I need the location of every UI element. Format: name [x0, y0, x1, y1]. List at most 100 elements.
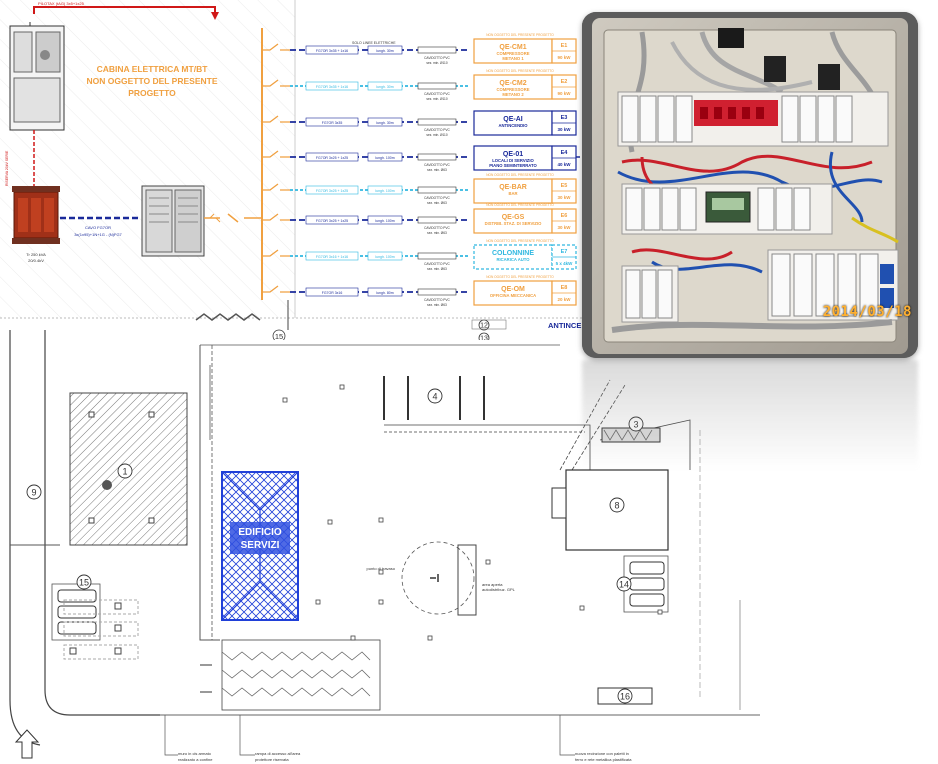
callout-number: 13: [480, 336, 488, 341]
cabin-title-line: CABINA ELETTRICA MT/BT: [97, 64, 209, 74]
conduit-label: CAVIDOTTO PVC: [424, 298, 450, 302]
parking-top: [383, 376, 591, 470]
conduit-label: sez. min. Ø63: [427, 231, 447, 235]
conduit-label: sez. min. Ø110: [426, 97, 447, 101]
cable-spec: FG7OR 3x35 + 1x16: [316, 49, 348, 53]
load-id: E7: [561, 249, 568, 255]
building-label: SERVIZI: [241, 540, 280, 551]
photo-date-stamp: 2014/03/18: [822, 304, 912, 320]
plan-callout-number: 16: [620, 692, 630, 702]
conduit-label: sez. min. Ø63: [427, 267, 447, 271]
panel-desc: LOCALI DI SERVIZIO: [492, 158, 534, 163]
conduit-symbol: [417, 252, 457, 260]
cable-spec: FG7OR 3x16 + 1x16: [316, 255, 348, 259]
breaker-symbol: [262, 115, 290, 123]
breaker-symbol: [262, 43, 290, 51]
building-label: EDIFICIO: [238, 527, 282, 538]
panel-desc: BAR: [508, 191, 517, 196]
parking-left: [51, 583, 139, 660]
panel-code: QE-01: [503, 151, 523, 158]
panel-box: [473, 208, 553, 234]
panel-code: COLONNINE: [492, 250, 534, 257]
plan-callout-number: 15: [79, 578, 89, 588]
pit-label: punto di travaso: [367, 566, 396, 571]
callout-number: 15: [275, 332, 283, 340]
breaker-symbol: [262, 150, 290, 158]
panel-box: [473, 178, 553, 204]
cable-length: lungh. 30m: [376, 121, 393, 125]
conduit-label: sez. min. Ø110: [426, 61, 447, 65]
plan-callout-circle: [628, 416, 644, 432]
breaker-symbol: [262, 79, 290, 87]
panel-code: QE-CM1: [499, 44, 526, 51]
load-id: E6: [561, 213, 568, 219]
load-power: 30 kW: [557, 225, 571, 230]
conduit-label: CAVIDOTTO PVC: [424, 128, 450, 132]
plan-callout-circle: [76, 574, 92, 590]
scope-note: NON OGGETTO DEL PRESENTE PROGETTO: [486, 33, 554, 37]
plan-callout-number: 14: [619, 580, 629, 590]
electrical-panel-illustration: [582, 12, 918, 358]
callout-circle: [272, 329, 286, 340]
load-id: E5: [561, 183, 568, 189]
transformer-label: Tr 250 kVA: [26, 252, 46, 257]
cable-spec: FG7OR 3x35 + 1x16: [316, 85, 348, 89]
bottom-note: ferro e rete metallica plastificata: [575, 757, 632, 762]
bottom-note: muro in cls armato: [178, 751, 212, 756]
conduit-label: CAVIDOTTO PVC: [424, 262, 450, 266]
plan-callout-number: 3: [633, 420, 638, 430]
conduit-label: sez. min. Ø110: [426, 133, 447, 137]
panel-desc-2: METANO 1: [502, 56, 524, 61]
entry-arrow-icon: [14, 729, 40, 759]
cable-spec: FG7OR 3x25 + 1x25: [316, 219, 348, 223]
plan-callout-number: 1: [122, 467, 127, 477]
road-edge-left: [9, 330, 41, 746]
load-id: E4: [561, 150, 569, 156]
electrical-single-line-diagram: CABINA ELETTRICA MT/BT NON OGGETTO DEL PR…: [0, 0, 600, 340]
cable-spec: FG7OR 3x16: [322, 291, 343, 295]
cable-spec: FG7OR 3x25 + 1x25: [316, 156, 348, 160]
plan-callout-number: 9: [31, 488, 36, 498]
conduit-label: CAVIDOTTO PVC: [424, 56, 450, 60]
load-power: 40 kW: [557, 162, 571, 167]
breaker-symbol: [262, 285, 290, 293]
plan-callout-circle: [617, 688, 633, 704]
callout-number: 12: [480, 323, 488, 330]
bottom-note: nuova recinzione con paletti in: [575, 751, 629, 756]
riser-label: RISERVA 20kV SERIE: [5, 150, 9, 186]
cable-length: lungh. 100m: [375, 255, 394, 259]
tank-label: area aperta: [482, 582, 503, 587]
bottom-note: protettore riservata: [255, 757, 289, 762]
lpg-tank-area: [401, 541, 475, 615]
mv-switchgear: [9, 22, 65, 131]
breaker-symbol: [262, 249, 290, 257]
conduit-symbol: [417, 288, 457, 296]
plan-callout-number: 4: [432, 392, 437, 402]
header-note: SOLO LINEE ELETTRICHE: [352, 41, 396, 45]
scope-note: NON OGGETTO DEL PRESENTE PROGETTO: [486, 69, 554, 73]
conduit-label: CAVIDOTTO PVC: [424, 196, 450, 200]
cable-length: lungh. 100m: [375, 189, 394, 193]
plan-callout-circle: [609, 497, 625, 513]
panel-box: [473, 244, 553, 270]
cable-spec: FG7OR 3x35: [322, 121, 343, 125]
panel-desc: ANTINCENDIO: [498, 123, 528, 128]
load-power: 30 kW: [557, 127, 571, 132]
main-cable-label: 3x(1x95)+1N+1G - (N)FG7: [74, 232, 122, 237]
breaker-symbol: [262, 213, 290, 221]
conduit-symbol: [417, 216, 457, 224]
plan-callout-number: 8: [614, 501, 619, 511]
conduit-label: sez. min. Ø63: [427, 168, 447, 172]
mv-feed-line: [33, 6, 216, 14]
bottom-note: rampa di accesso all'area: [255, 751, 301, 756]
load-power: 90 kW: [557, 55, 571, 60]
lv-main-panel: [141, 185, 205, 257]
panel-desc: DISTRIB. STAZ. DI SERVIZIO: [485, 221, 543, 226]
